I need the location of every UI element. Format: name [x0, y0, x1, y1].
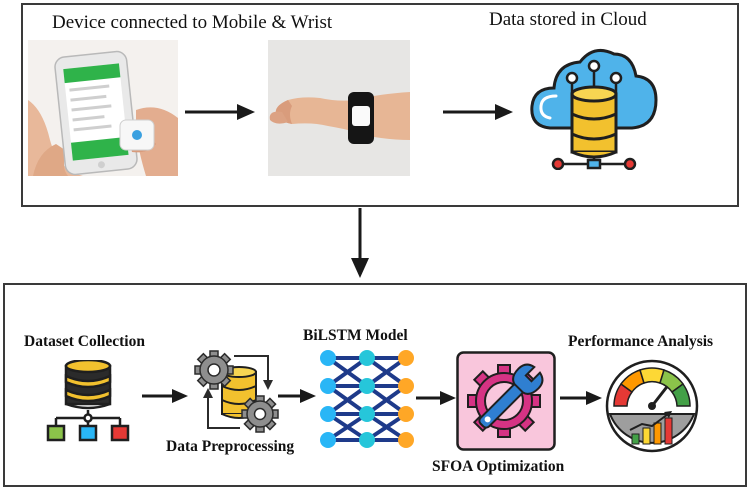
database-network-icon: [40, 360, 136, 444]
sfoa-optimization-label: SFOA Optimization: [432, 458, 565, 475]
performance-analysis-label: Performance Analysis: [568, 333, 714, 350]
smartphone-sensor-photo: [28, 40, 178, 176]
arrow-down-icon: [350, 208, 370, 283]
cloud-database-icon: [528, 36, 660, 170]
arrow-right-icon: [278, 388, 316, 409]
gauge-chart-icon: [602, 358, 702, 454]
dataset-collection-label: Dataset Collection: [24, 333, 145, 350]
bilstm-model-label: BiLSTM Model: [303, 327, 408, 344]
cloud-label: Data stored in Cloud: [489, 9, 647, 30]
arrow-right-icon: [560, 390, 602, 411]
gear-wrench-icon: [456, 351, 556, 451]
gears-database-icon: [194, 350, 282, 434]
neural-network-icon: [318, 346, 416, 450]
arrow-right-icon: [443, 103, 513, 126]
arrow-right-icon: [416, 390, 456, 411]
wrist-sensor-photo: [268, 40, 410, 176]
device-label: Device connected to Mobile & Wrist: [52, 12, 333, 33]
data-preprocessing-label: Data Preprocessing: [166, 438, 295, 455]
arrow-right-icon: [185, 103, 255, 126]
arrow-right-icon: [142, 388, 188, 409]
